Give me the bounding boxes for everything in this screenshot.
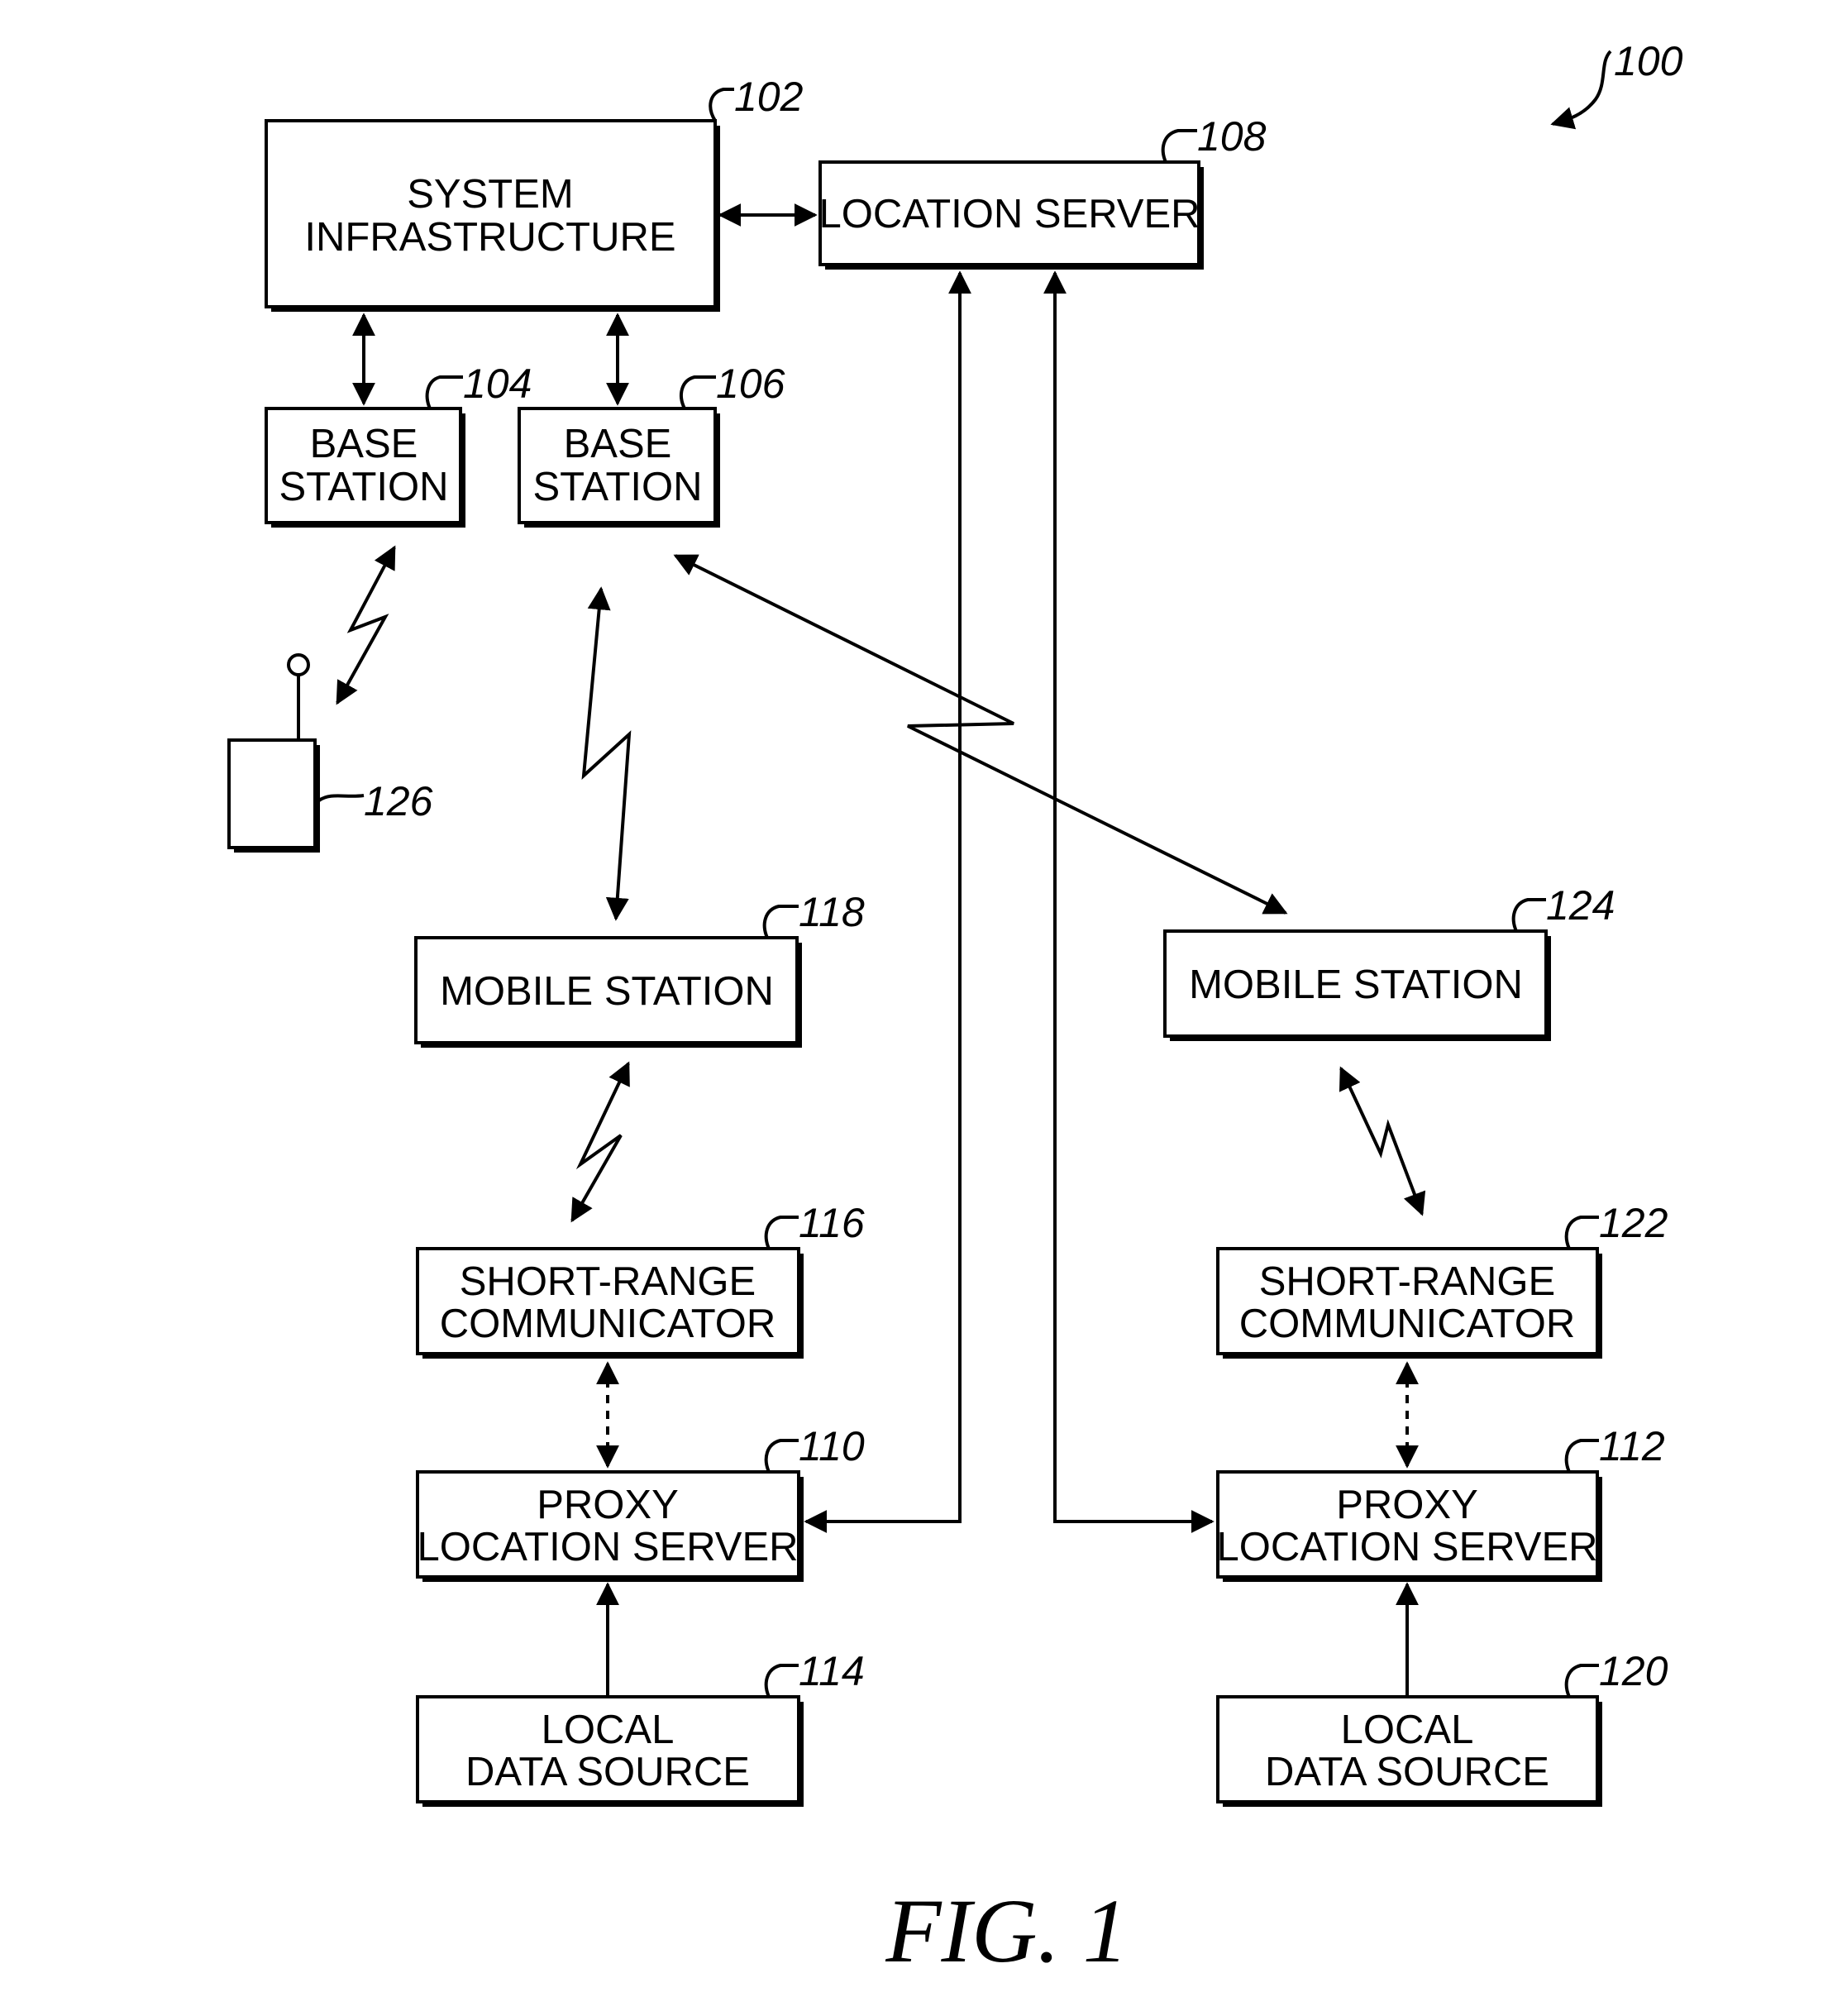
base-station-a-line-1: BASE [310, 422, 418, 466]
base-station-b-line-1: BASE [564, 422, 672, 466]
ref-124: 124 [1514, 882, 1615, 931]
short-range-communicator-b-block: SHORT-RANGE COMMUNICATOR [1218, 1249, 1602, 1359]
ref-126: 126 [319, 778, 433, 824]
ref-106: 106 [681, 361, 785, 408]
ref-126-label: 126 [364, 778, 433, 824]
wireless-device-icon [229, 655, 320, 853]
ref-102-label: 102 [734, 74, 804, 120]
wireless-link-base-b-mobile-a [584, 589, 629, 919]
local-data-source-a-block: LOCAL DATA SOURCE [418, 1697, 804, 1807]
base-station-b-block: BASE STATION [519, 408, 720, 528]
location-server-label: LOCATION SERVER [818, 192, 1200, 236]
base-station-b-line-2: STATION [532, 465, 702, 509]
proxy-location-server-b-block: PROXY LOCATION SERVER [1216, 1472, 1602, 1582]
ref-108-label: 108 [1197, 113, 1267, 160]
mobile-station-a-label: MOBILE STATION [440, 969, 774, 1014]
base-station-a-block: BASE STATION [266, 408, 465, 528]
short-range-a-line-1: SHORT-RANGE [460, 1259, 756, 1304]
ref-110: 110 [766, 1423, 865, 1472]
proxy-server-a-line-1: PROXY [537, 1483, 679, 1527]
ref-106-label: 106 [716, 361, 785, 407]
figure-caption: FIG. 1 [885, 1880, 1128, 1981]
ref-118: 118 [765, 889, 865, 938]
ref-122-label: 122 [1599, 1200, 1668, 1246]
short-range-communicator-a-block: SHORT-RANGE COMMUNICATOR [418, 1249, 804, 1359]
system-infrastructure-line-2: INFRASTRUCTURE [304, 215, 675, 260]
system-infrastructure-block: SYSTEM INFRASTRUCTURE [266, 121, 720, 312]
proxy-location-server-a-block: PROXY LOCATION SERVER [417, 1472, 804, 1582]
proxy-server-b-line-2: LOCATION SERVER [1216, 1525, 1597, 1569]
ref-112: 112 [1567, 1423, 1665, 1472]
local-data-a-line-1: LOCAL [542, 1708, 675, 1752]
ref-122: 122 [1567, 1200, 1668, 1249]
ref-120-label: 120 [1599, 1648, 1668, 1694]
ref-110-label: 110 [799, 1423, 865, 1469]
wireless-link-mobile-a-short-range-a [572, 1063, 628, 1221]
wireless-link-mobile-b-short-range-b [1341, 1068, 1422, 1214]
local-data-b-line-1: LOCAL [1341, 1708, 1474, 1752]
ref-108: 108 [1163, 113, 1267, 162]
ref-104: 104 [427, 361, 532, 408]
ref-112-label: 112 [1599, 1423, 1665, 1469]
ref-124-label: 124 [1546, 882, 1615, 929]
base-station-a-line-2: STATION [279, 465, 448, 509]
ref-104-label: 104 [463, 361, 532, 407]
local-data-source-b-block: LOCAL DATA SOURCE [1218, 1697, 1602, 1807]
location-server-block: LOCATION SERVER [818, 162, 1204, 270]
wireless-link-base-a-device [337, 547, 394, 703]
ref-114: 114 [766, 1648, 865, 1697]
proxy-server-b-line-1: PROXY [1336, 1483, 1478, 1527]
ref-118-label: 118 [799, 889, 865, 935]
ref-116: 116 [766, 1200, 865, 1249]
short-range-b-line-2: COMMUNICATOR [1239, 1302, 1576, 1346]
location-server-proxy-b-link [1055, 273, 1212, 1522]
ref-100: 100 [1553, 38, 1683, 124]
ref-120: 120 [1567, 1648, 1668, 1697]
proxy-server-a-line-2: LOCATION SERVER [417, 1525, 798, 1569]
ref-100-label: 100 [1614, 38, 1683, 84]
ref-102: 102 [710, 74, 803, 121]
wireless-link-base-b-mobile-b [675, 556, 1286, 913]
system-infrastructure-line-1: SYSTEM [407, 172, 573, 217]
ref-114-label: 114 [799, 1648, 865, 1694]
mobile-station-b-label: MOBILE STATION [1189, 963, 1523, 1007]
mobile-station-a-block: MOBILE STATION [416, 938, 802, 1048]
short-range-a-line-2: COMMUNICATOR [440, 1302, 776, 1346]
local-data-b-line-2: DATA SOURCE [1265, 1750, 1549, 1794]
short-range-b-line-1: SHORT-RANGE [1259, 1259, 1555, 1304]
ref-116-label: 116 [799, 1200, 865, 1246]
local-data-a-line-2: DATA SOURCE [465, 1750, 750, 1794]
mobile-station-b-block: MOBILE STATION [1165, 931, 1551, 1041]
